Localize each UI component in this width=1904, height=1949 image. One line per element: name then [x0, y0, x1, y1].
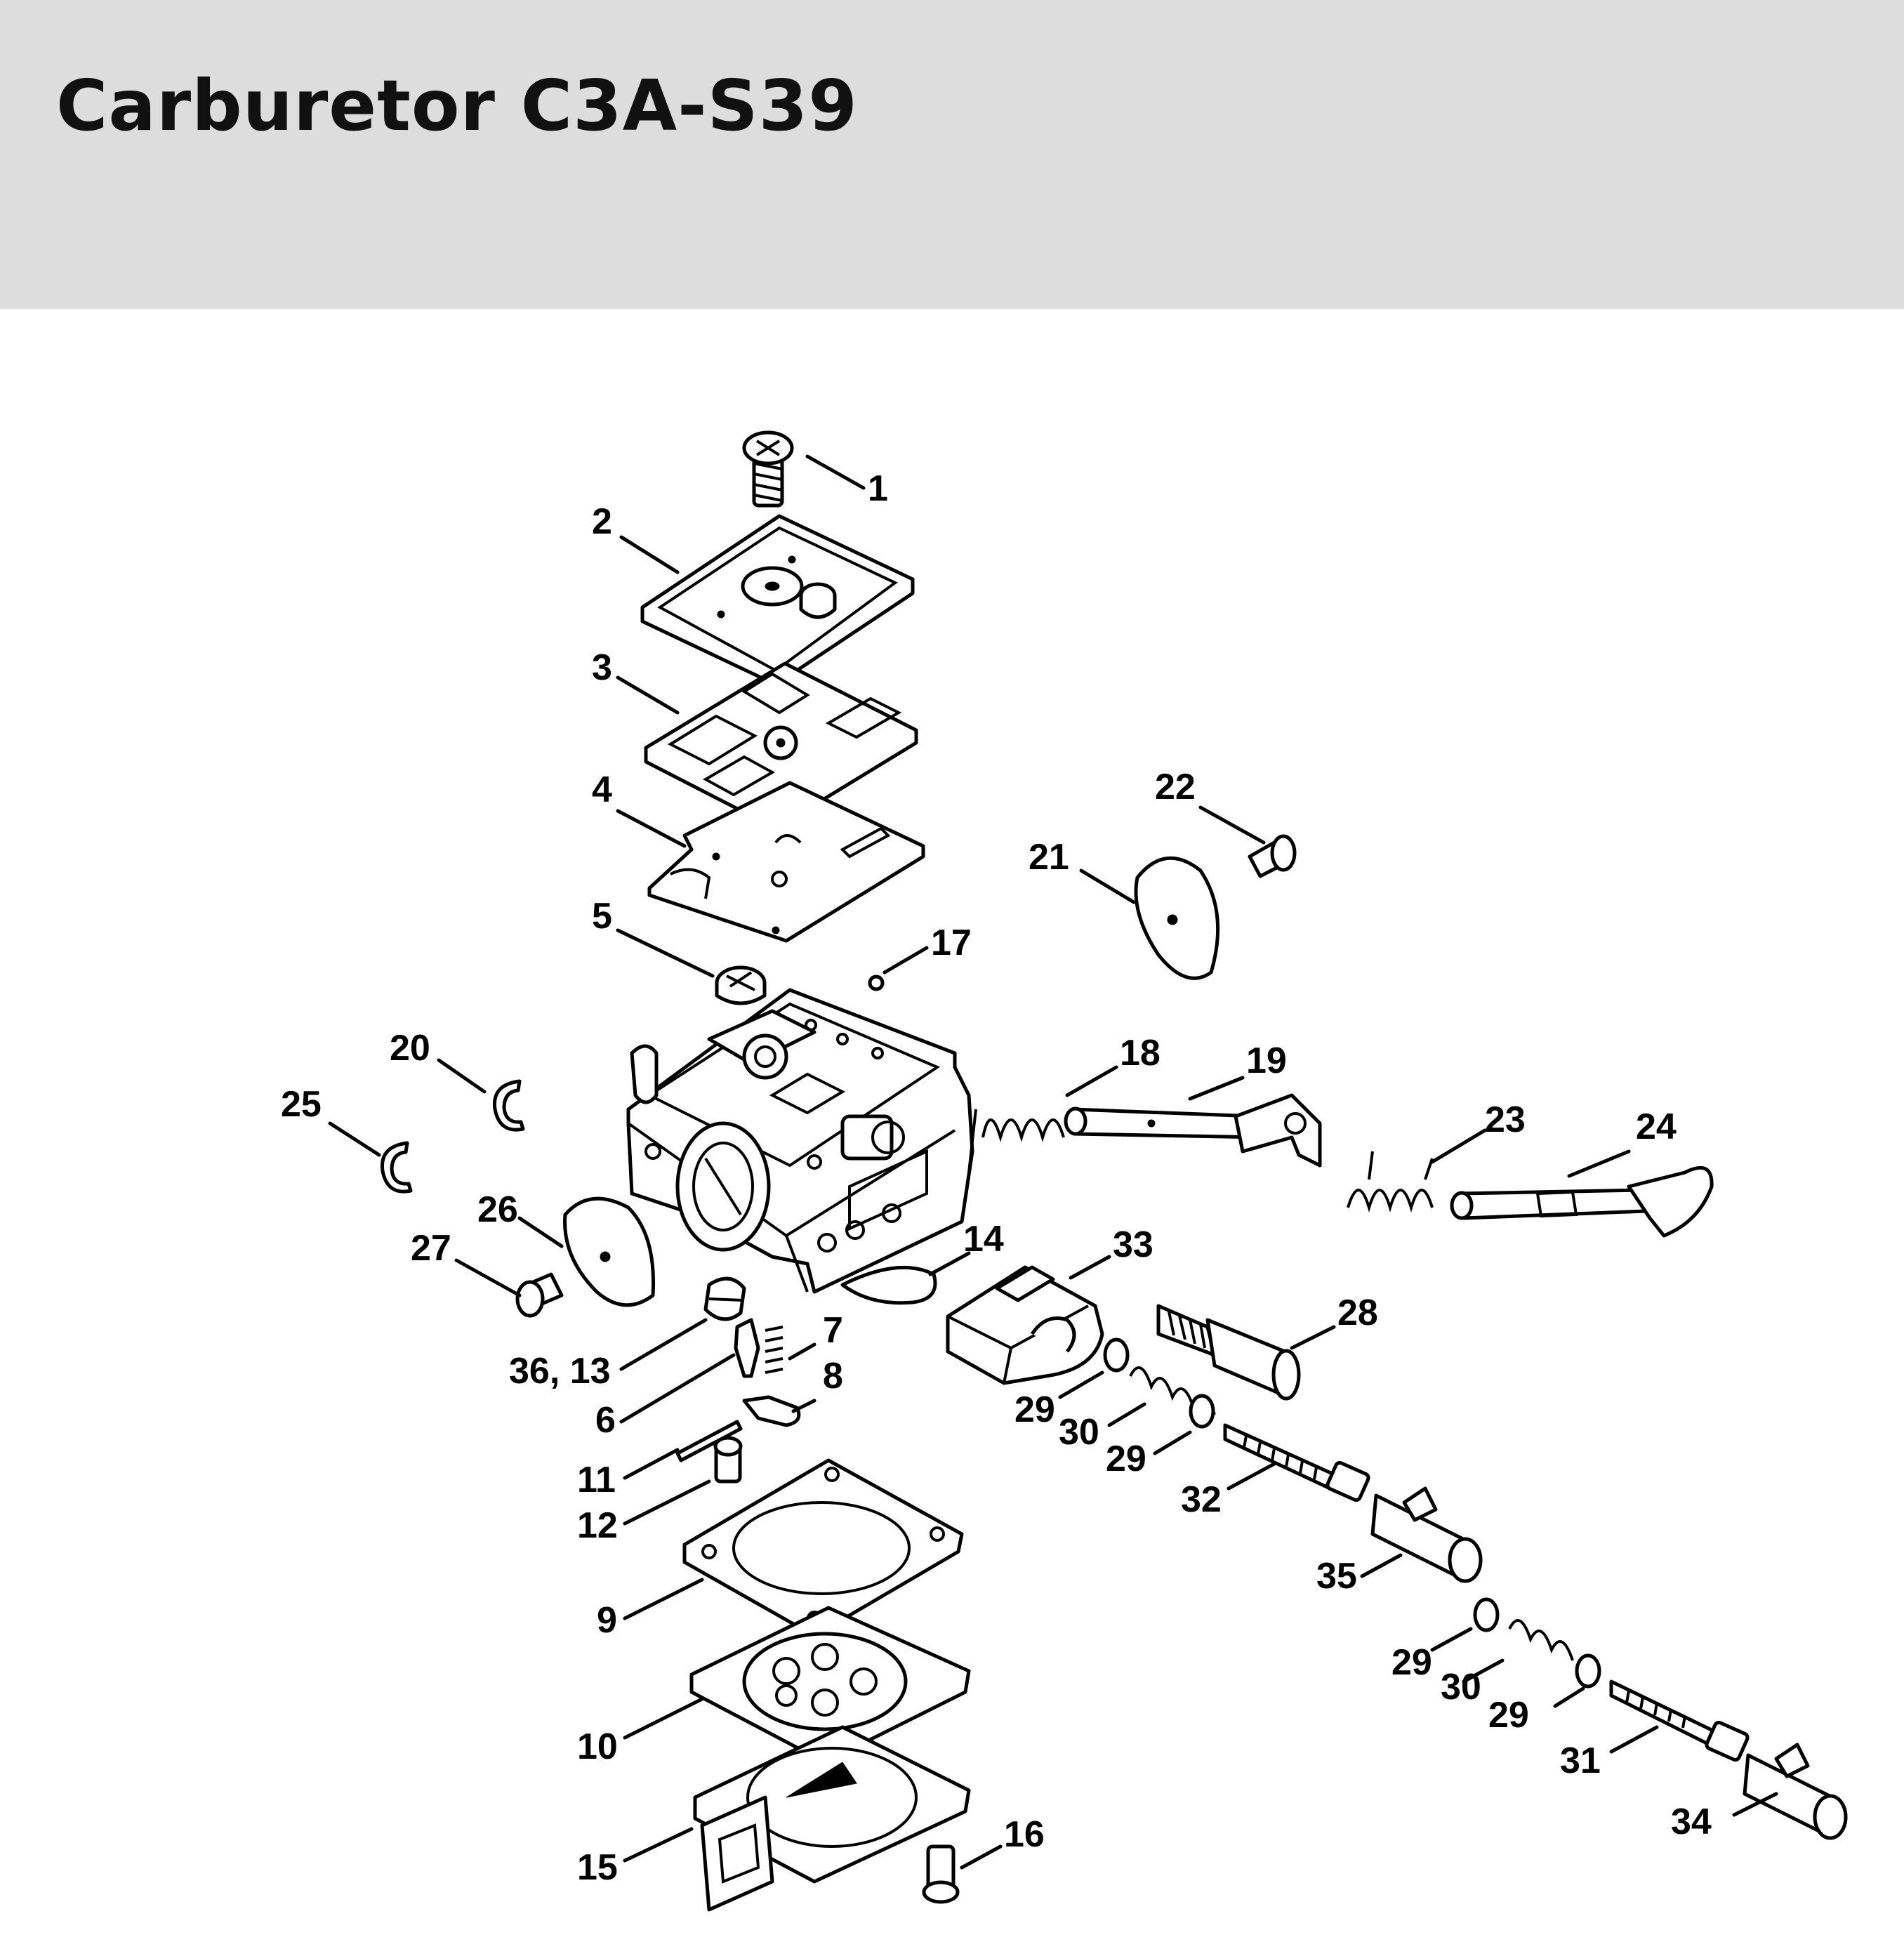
callout-8: 8: [823, 1356, 843, 1396]
callout-15: 15: [577, 1847, 618, 1888]
callout-11: 11: [577, 1460, 616, 1500]
callout-2: 2: [592, 501, 612, 542]
part-3-gasket: [644, 661, 918, 831]
part-9-gasket: [682, 1458, 964, 1638]
callout-35: 35: [1316, 1556, 1357, 1597]
callout-21: 21: [1029, 837, 1069, 878]
part-28-sleeve: [1156, 1304, 1301, 1401]
part-6-inlet-needle: [734, 1318, 760, 1378]
part-carburetor-body: [626, 988, 974, 1294]
part-24-choke-shaft: [1450, 1165, 1714, 1238]
callout-26: 26: [477, 1189, 518, 1230]
callout-23: 23: [1485, 1099, 1526, 1140]
callout-29-b: 29: [1106, 1439, 1146, 1479]
part-29-washer: [1473, 1597, 1500, 1632]
callout-12: 12: [577, 1505, 618, 1546]
callout-30-a: 30: [1059, 1412, 1099, 1453]
part-29-washer: [1575, 1653, 1601, 1689]
part-23-spring: [1347, 1151, 1434, 1213]
part-7-spring: [765, 1326, 784, 1374]
callout-29-c: 29: [1391, 1642, 1432, 1683]
part-35-limiter-cap: [1370, 1486, 1483, 1583]
callout-24: 24: [1636, 1106, 1677, 1147]
part-33-housing: [946, 1265, 1104, 1385]
callout-labels: 1 2 3 4 5 17 22 21 20 25 18 19 23 24 26 …: [281, 468, 1712, 1888]
callout-14: 14: [963, 1219, 1004, 1260]
callout-27: 27: [411, 1228, 451, 1269]
callout-19: 19: [1246, 1040, 1287, 1081]
page-title: Carburetor C3A-S39: [56, 65, 858, 147]
callout-25: 25: [281, 1084, 322, 1125]
part-8-lever: [742, 1395, 801, 1427]
part-5-strainer: [715, 965, 767, 1005]
part-31-adjusting-screw: [1609, 1679, 1750, 1762]
part-21-throttle-disc: [1134, 856, 1220, 980]
part-32-adjusting-screw: [1223, 1423, 1370, 1502]
callout-17: 17: [931, 923, 972, 963]
callout-16: 16: [1004, 1814, 1045, 1855]
callout-32: 32: [1181, 1479, 1222, 1520]
part-4-diaphragm: [647, 781, 925, 943]
leader-lines: [328, 454, 1778, 1870]
part-27-screw: [515, 1272, 564, 1318]
part-1-screw: [742, 430, 794, 508]
callout-7: 7: [823, 1310, 843, 1351]
callout-5: 5: [592, 896, 612, 937]
part-15-pump-cover: [693, 1725, 971, 1912]
part-34-limiter-cap: [1743, 1743, 1848, 1840]
part-20-e-clip: [492, 1079, 525, 1132]
page-header: Carburetor C3A-S39: [0, 0, 1904, 309]
callout-34: 34: [1671, 1802, 1712, 1842]
callout-30-b: 30: [1441, 1667, 1481, 1707]
callout-3: 3: [592, 647, 612, 688]
callout-28: 28: [1337, 1293, 1378, 1333]
callout-22: 22: [1155, 767, 1196, 807]
part-18-spring: [967, 1109, 1065, 1173]
part-14-flap: [840, 1265, 937, 1305]
part-25-e-clip: [380, 1141, 413, 1194]
callout-31: 31: [1560, 1740, 1601, 1781]
callout-18: 18: [1120, 1033, 1161, 1073]
callout-29-a: 29: [1014, 1389, 1055, 1430]
part-10-pump-diaphragm: [689, 1606, 971, 1764]
callout-10: 10: [577, 1726, 618, 1767]
part-2-cover-plate: [640, 514, 915, 688]
part-11-pin: [675, 1420, 743, 1462]
part-16-screw: [922, 1844, 960, 1904]
part-36-13-fitting: [703, 1276, 746, 1321]
part-29-washer: [1103, 1337, 1130, 1373]
callout-6: 6: [595, 1400, 616, 1441]
callout-33: 33: [1113, 1224, 1153, 1265]
part-30-spring: [1508, 1619, 1574, 1661]
callout-1: 1: [868, 468, 888, 509]
part-22-screw: [1248, 834, 1297, 878]
callout-9: 9: [597, 1600, 617, 1641]
part-29-washer: [1189, 1394, 1215, 1429]
part-17-ball: [868, 974, 885, 991]
callout-4: 4: [592, 769, 612, 810]
part-26-choke-disc: [563, 1196, 656, 1307]
part-12-screw: [713, 1436, 743, 1484]
callout-29-d: 29: [1488, 1695, 1529, 1736]
callout-20: 20: [390, 1028, 430, 1069]
callout-36-13: 36, 13: [509, 1351, 611, 1392]
part-19-throttle-shaft: [1064, 1093, 1322, 1168]
